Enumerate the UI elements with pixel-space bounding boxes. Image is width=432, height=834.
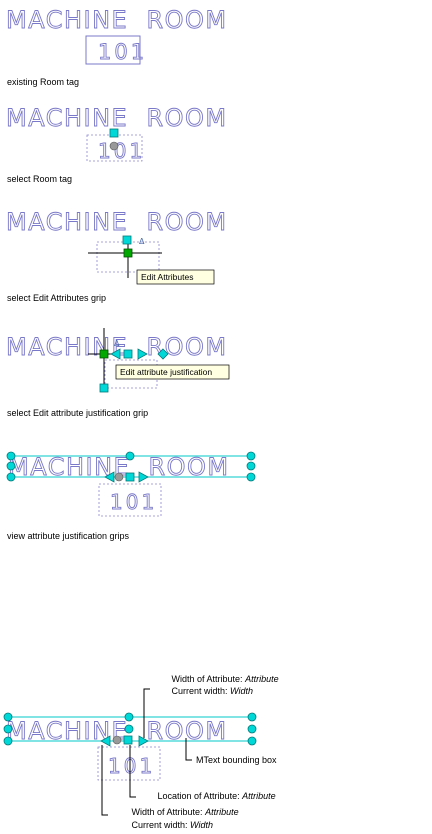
room-number-label: 101 <box>98 139 145 163</box>
insertion-point-grip[interactable] <box>112 735 122 745</box>
active-grip[interactable] <box>123 248 133 258</box>
left-justification-grip[interactable] <box>104 471 115 483</box>
left-middle-grip[interactable] <box>3 724 13 734</box>
left-width-grip[interactable] <box>100 735 111 747</box>
room-number-dashed-box <box>98 483 162 517</box>
room-name-label: MACHINE ROOM <box>6 6 228 34</box>
bottom-width-callout-line1: Width of Attribute: Attribute <box>114 807 251 817</box>
right-top-grip[interactable] <box>247 712 257 722</box>
room-name-label: MACHINE ROOM <box>6 104 228 132</box>
right-top-grip[interactable] <box>246 451 256 461</box>
width-grip[interactable] <box>157 348 169 360</box>
center-top-grip[interactable] <box>125 451 135 461</box>
step-select-room-tag: MACHINE ROOM 101 select Room tag <box>6 104 228 184</box>
top-width-leader <box>143 688 150 738</box>
location-grip[interactable] <box>123 735 133 745</box>
right-bottom-grip[interactable] <box>247 736 257 746</box>
right-justification-grip[interactable] <box>138 471 149 483</box>
left-bottom-grip[interactable] <box>6 472 16 482</box>
step-select-justification-grip: MACHINE ROOM Δ Edit attribute justificat… <box>6 328 230 418</box>
location-callout: Location of Attribute: Attribute <box>140 791 288 801</box>
top-width-callout-line1: Width of Attribute: Attribute <box>154 674 291 684</box>
room-number-label: 101 <box>108 754 155 778</box>
right-middle-grip[interactable] <box>247 724 257 734</box>
edit-attributes-grip[interactable] <box>109 128 119 138</box>
room-number-dashed-box <box>96 241 160 273</box>
annotation-scale-icon: Δ <box>139 237 145 246</box>
edit-attributes-tooltip: Edit Attributes <box>136 269 215 285</box>
room-number-dashed-box <box>97 746 161 781</box>
justification-grip[interactable] <box>123 349 133 359</box>
left-top-grip[interactable] <box>6 451 16 461</box>
right-middle-grip[interactable] <box>246 461 256 471</box>
step-view-justification-grips: MACHINE ROOM 101 view attribute justific… <box>6 451 256 541</box>
right-width-grip[interactable] <box>138 735 149 747</box>
bottom-width-callout-line2: Current width: Width <box>114 820 226 830</box>
location-leader <box>129 745 136 798</box>
room-number-label: 101 <box>98 40 147 64</box>
annotated-grip-diagram: MACHINE ROOM 101 Width of Attribute: Att… <box>3 674 291 830</box>
left-justification-grip[interactable] <box>110 348 121 360</box>
active-grip[interactable] <box>99 349 109 359</box>
room-number-dashed-box <box>86 134 143 162</box>
bottom-width-leader <box>101 745 108 816</box>
step-caption: select Edit Attributes grip <box>7 293 106 303</box>
insertion-point-grip[interactable] <box>114 472 124 482</box>
edit-attributes-grip[interactable] <box>122 235 132 245</box>
tooltip-label: Edit Attributes <box>141 272 193 282</box>
step-caption: select Room tag <box>7 174 72 184</box>
edit-justification-tooltip: Edit attribute justification <box>115 364 230 380</box>
right-bottom-grip[interactable] <box>246 472 256 482</box>
justification-grip[interactable] <box>125 472 135 482</box>
step-existing-room-tag: MACHINE ROOM 101 existing Room tag <box>6 6 228 87</box>
center-top-grip[interactable] <box>124 712 134 722</box>
insertion-point-grip[interactable] <box>109 141 119 151</box>
mtext-leader <box>185 738 192 761</box>
top-width-callout-line2: Current width: Width <box>154 686 266 696</box>
left-middle-grip[interactable] <box>6 461 16 471</box>
step-caption: view attribute justification grips <box>7 531 130 541</box>
room-number-label: 101 <box>110 490 157 514</box>
left-top-grip[interactable] <box>3 712 13 722</box>
room-number-box <box>85 35 141 65</box>
tooltip-label: Edit attribute justification <box>120 367 212 377</box>
step-caption: select Edit attribute justification grip <box>7 408 148 418</box>
center-middle-grip[interactable] <box>124 724 134 734</box>
step-select-edit-attributes-grip: MACHINE ROOM Δ Edit Attributes select Ed… <box>6 208 228 303</box>
mtext-callout: MText bounding box <box>196 755 277 765</box>
room-name-label: MACHINE ROOM <box>6 208 228 236</box>
left-bottom-grip[interactable] <box>3 736 13 746</box>
annotation-scale-icon: Δ <box>114 339 120 348</box>
bottom-grip[interactable] <box>99 383 109 393</box>
right-justification-grip[interactable] <box>137 348 148 360</box>
step-caption: existing Room tag <box>7 77 79 87</box>
